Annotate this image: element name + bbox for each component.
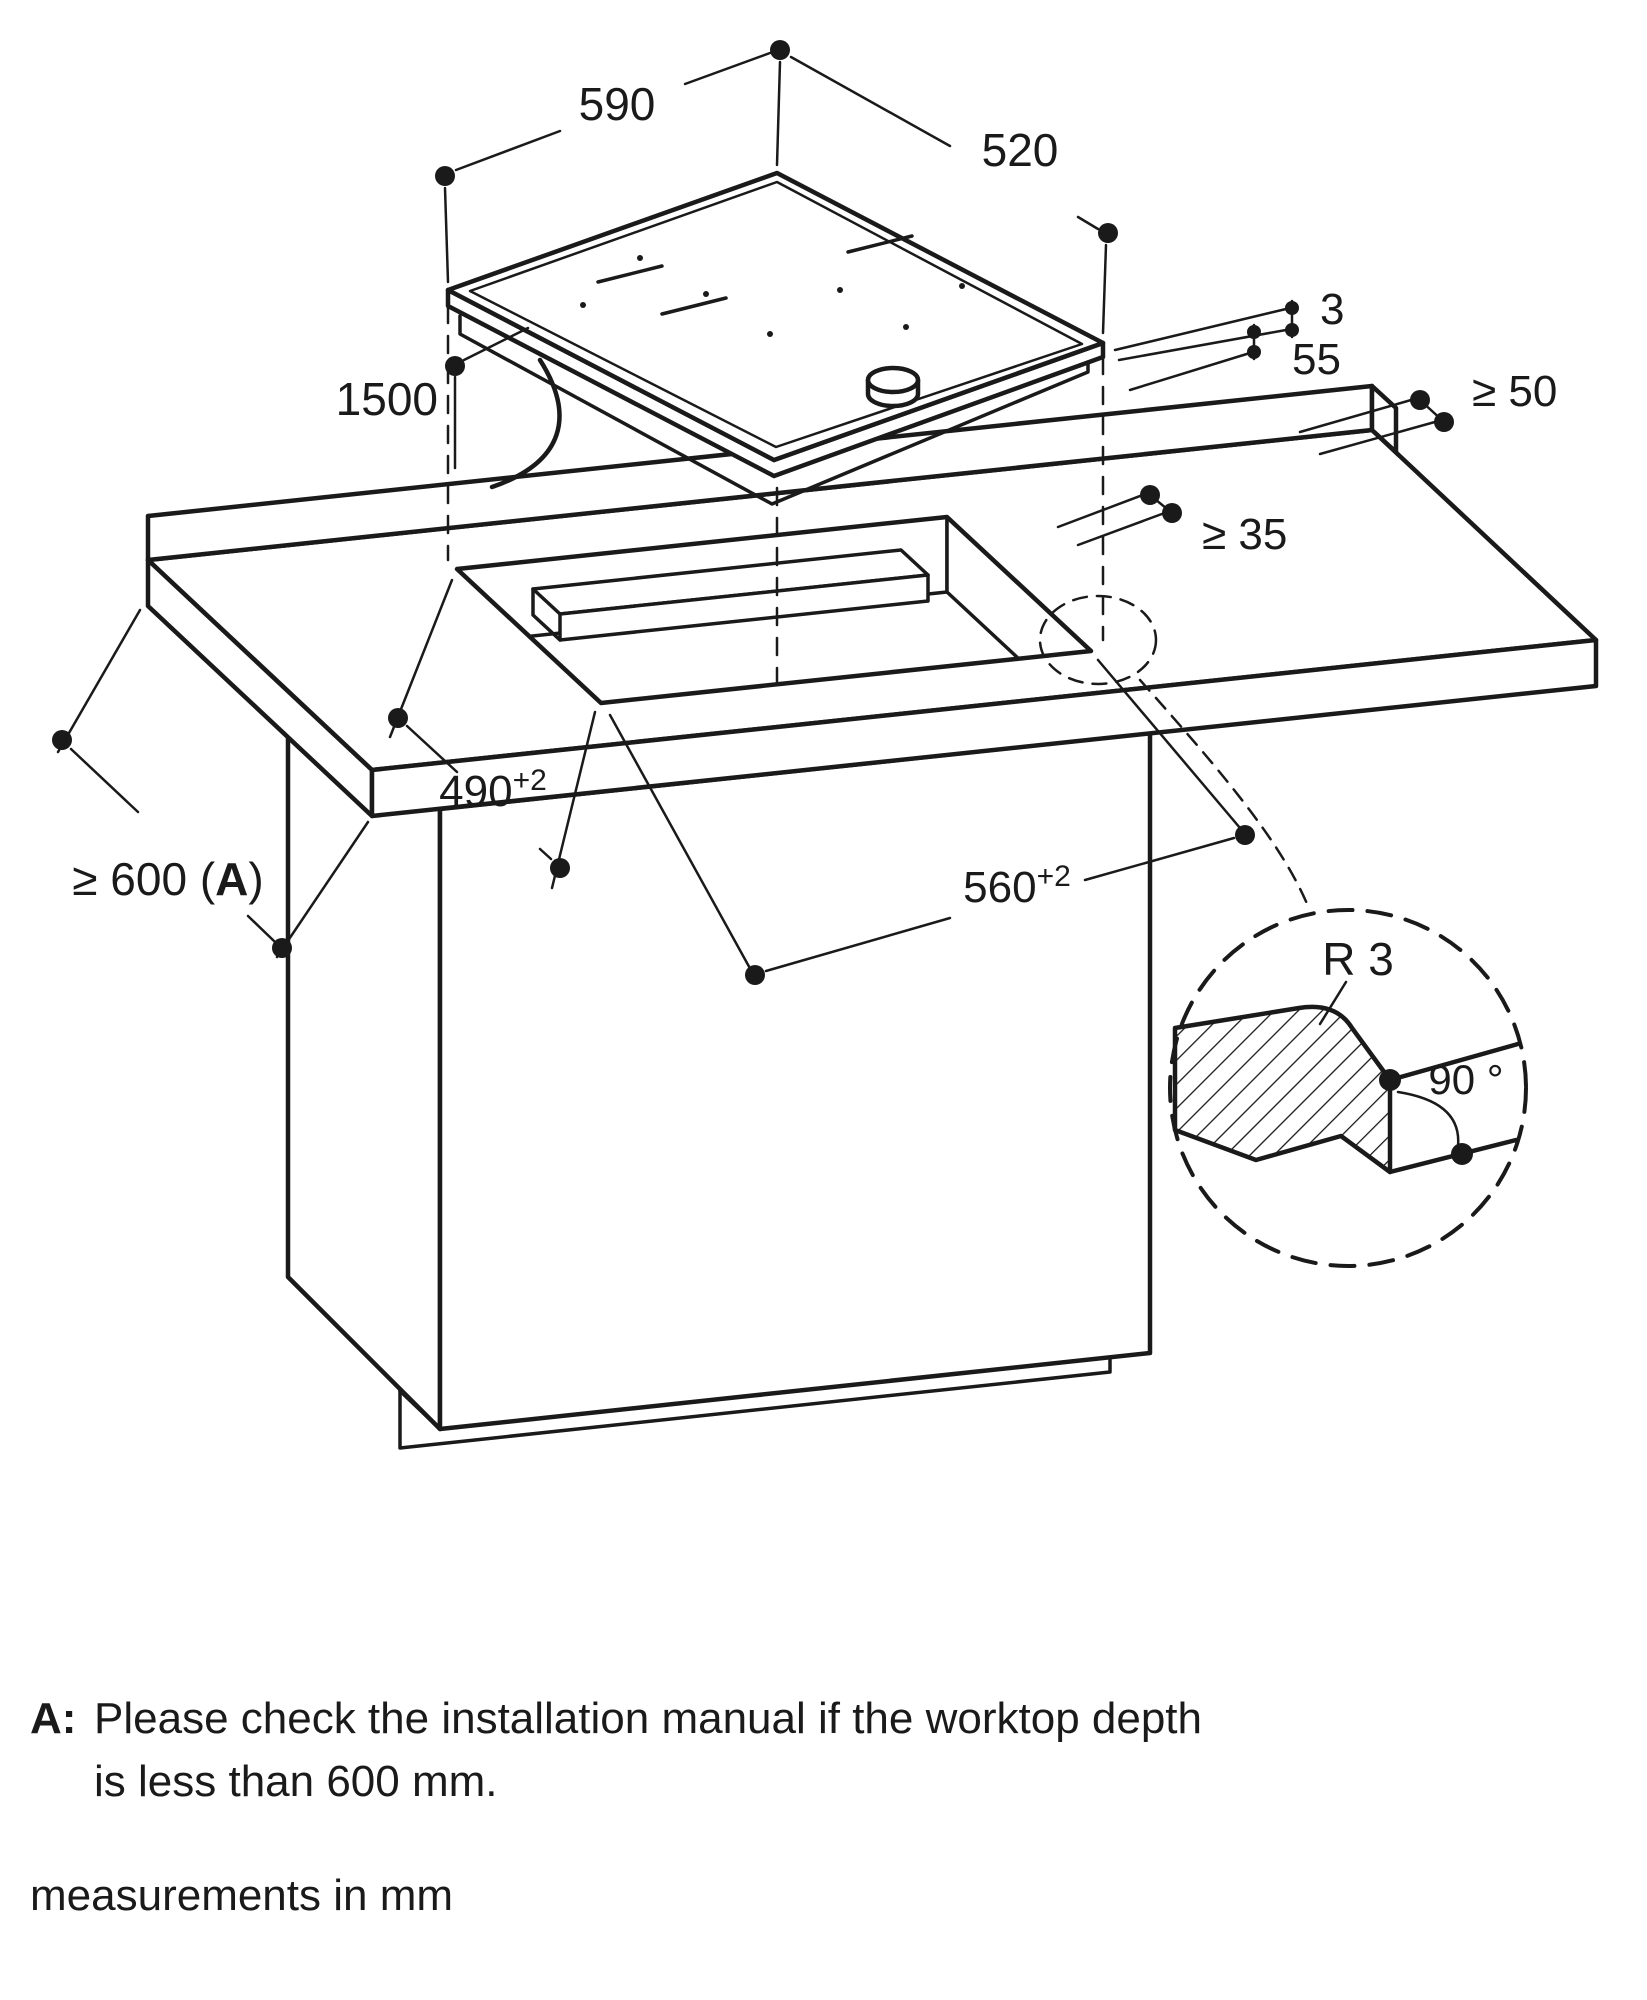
label-side-min: ≥ 35 bbox=[1202, 510, 1287, 559]
worktop-front-edge bbox=[369, 637, 1599, 819]
dimension-cutout-width: 560+2 bbox=[608, 658, 1255, 985]
label-520: 520 bbox=[982, 124, 1059, 176]
zone-markings bbox=[596, 234, 914, 316]
dimension-520: 520 bbox=[789, 55, 1118, 335]
label-3: 3 bbox=[1320, 285, 1344, 334]
label-cable: 1500 bbox=[336, 373, 438, 425]
base-cabinet bbox=[285, 664, 1153, 1450]
cabinet-front bbox=[437, 730, 1153, 1432]
label-55: 55 bbox=[1292, 335, 1341, 384]
dimension-worktop-depth: ≥ 600 (A) bbox=[52, 608, 370, 959]
zone-dots bbox=[580, 255, 965, 337]
detail-view: R 3 90 ° bbox=[1038, 594, 1528, 1268]
units-note: measurements in mm bbox=[30, 1871, 453, 1920]
footnote-line1: Please check the installation manual if … bbox=[94, 1694, 1202, 1743]
detail-leader bbox=[1138, 678, 1310, 908]
vent-recess bbox=[531, 548, 930, 642]
knob-icon bbox=[865, 365, 921, 409]
label-rear-min: ≥ 50 bbox=[1472, 367, 1557, 416]
power-cable bbox=[489, 357, 562, 490]
detail-source-ring bbox=[1038, 594, 1158, 686]
worktop bbox=[145, 383, 1599, 819]
cooktop-glass bbox=[445, 170, 1106, 463]
label-590: 590 bbox=[579, 78, 656, 130]
dimension-side-min: ≥ 35 bbox=[1056, 485, 1287, 559]
dimension-rear-min: ≥ 50 bbox=[1298, 367, 1557, 456]
footnote-line2: is less than 600 mm. bbox=[94, 1757, 498, 1806]
dimension-55: 55 bbox=[1128, 323, 1341, 392]
label-edge-angle: 90 ° bbox=[1428, 1056, 1503, 1103]
footnotes: A: Please check the installation manual … bbox=[30, 1694, 1202, 1920]
dimension-590: 590 bbox=[435, 40, 790, 284]
footnote-marker: A: bbox=[30, 1694, 76, 1743]
worktop-section bbox=[1172, 1004, 1393, 1175]
label-corner-radius: R 3 bbox=[1322, 933, 1394, 985]
label-cutout-depth: 490+2 bbox=[439, 764, 547, 816]
dimension-3: 3 bbox=[1113, 285, 1344, 362]
cooktop bbox=[445, 170, 1106, 506]
label-cutout-width: 560+2 bbox=[963, 860, 1071, 912]
cooktop-glass-inner bbox=[468, 180, 1084, 449]
cooktop-lower-step bbox=[458, 314, 1090, 506]
detail-circle bbox=[1168, 908, 1528, 1268]
label-worktop-depth: ≥ 600 (A) bbox=[72, 853, 263, 905]
dimension-cable: 1500 bbox=[336, 326, 562, 490]
dimension-cutout-depth: 490+2 bbox=[388, 578, 597, 890]
